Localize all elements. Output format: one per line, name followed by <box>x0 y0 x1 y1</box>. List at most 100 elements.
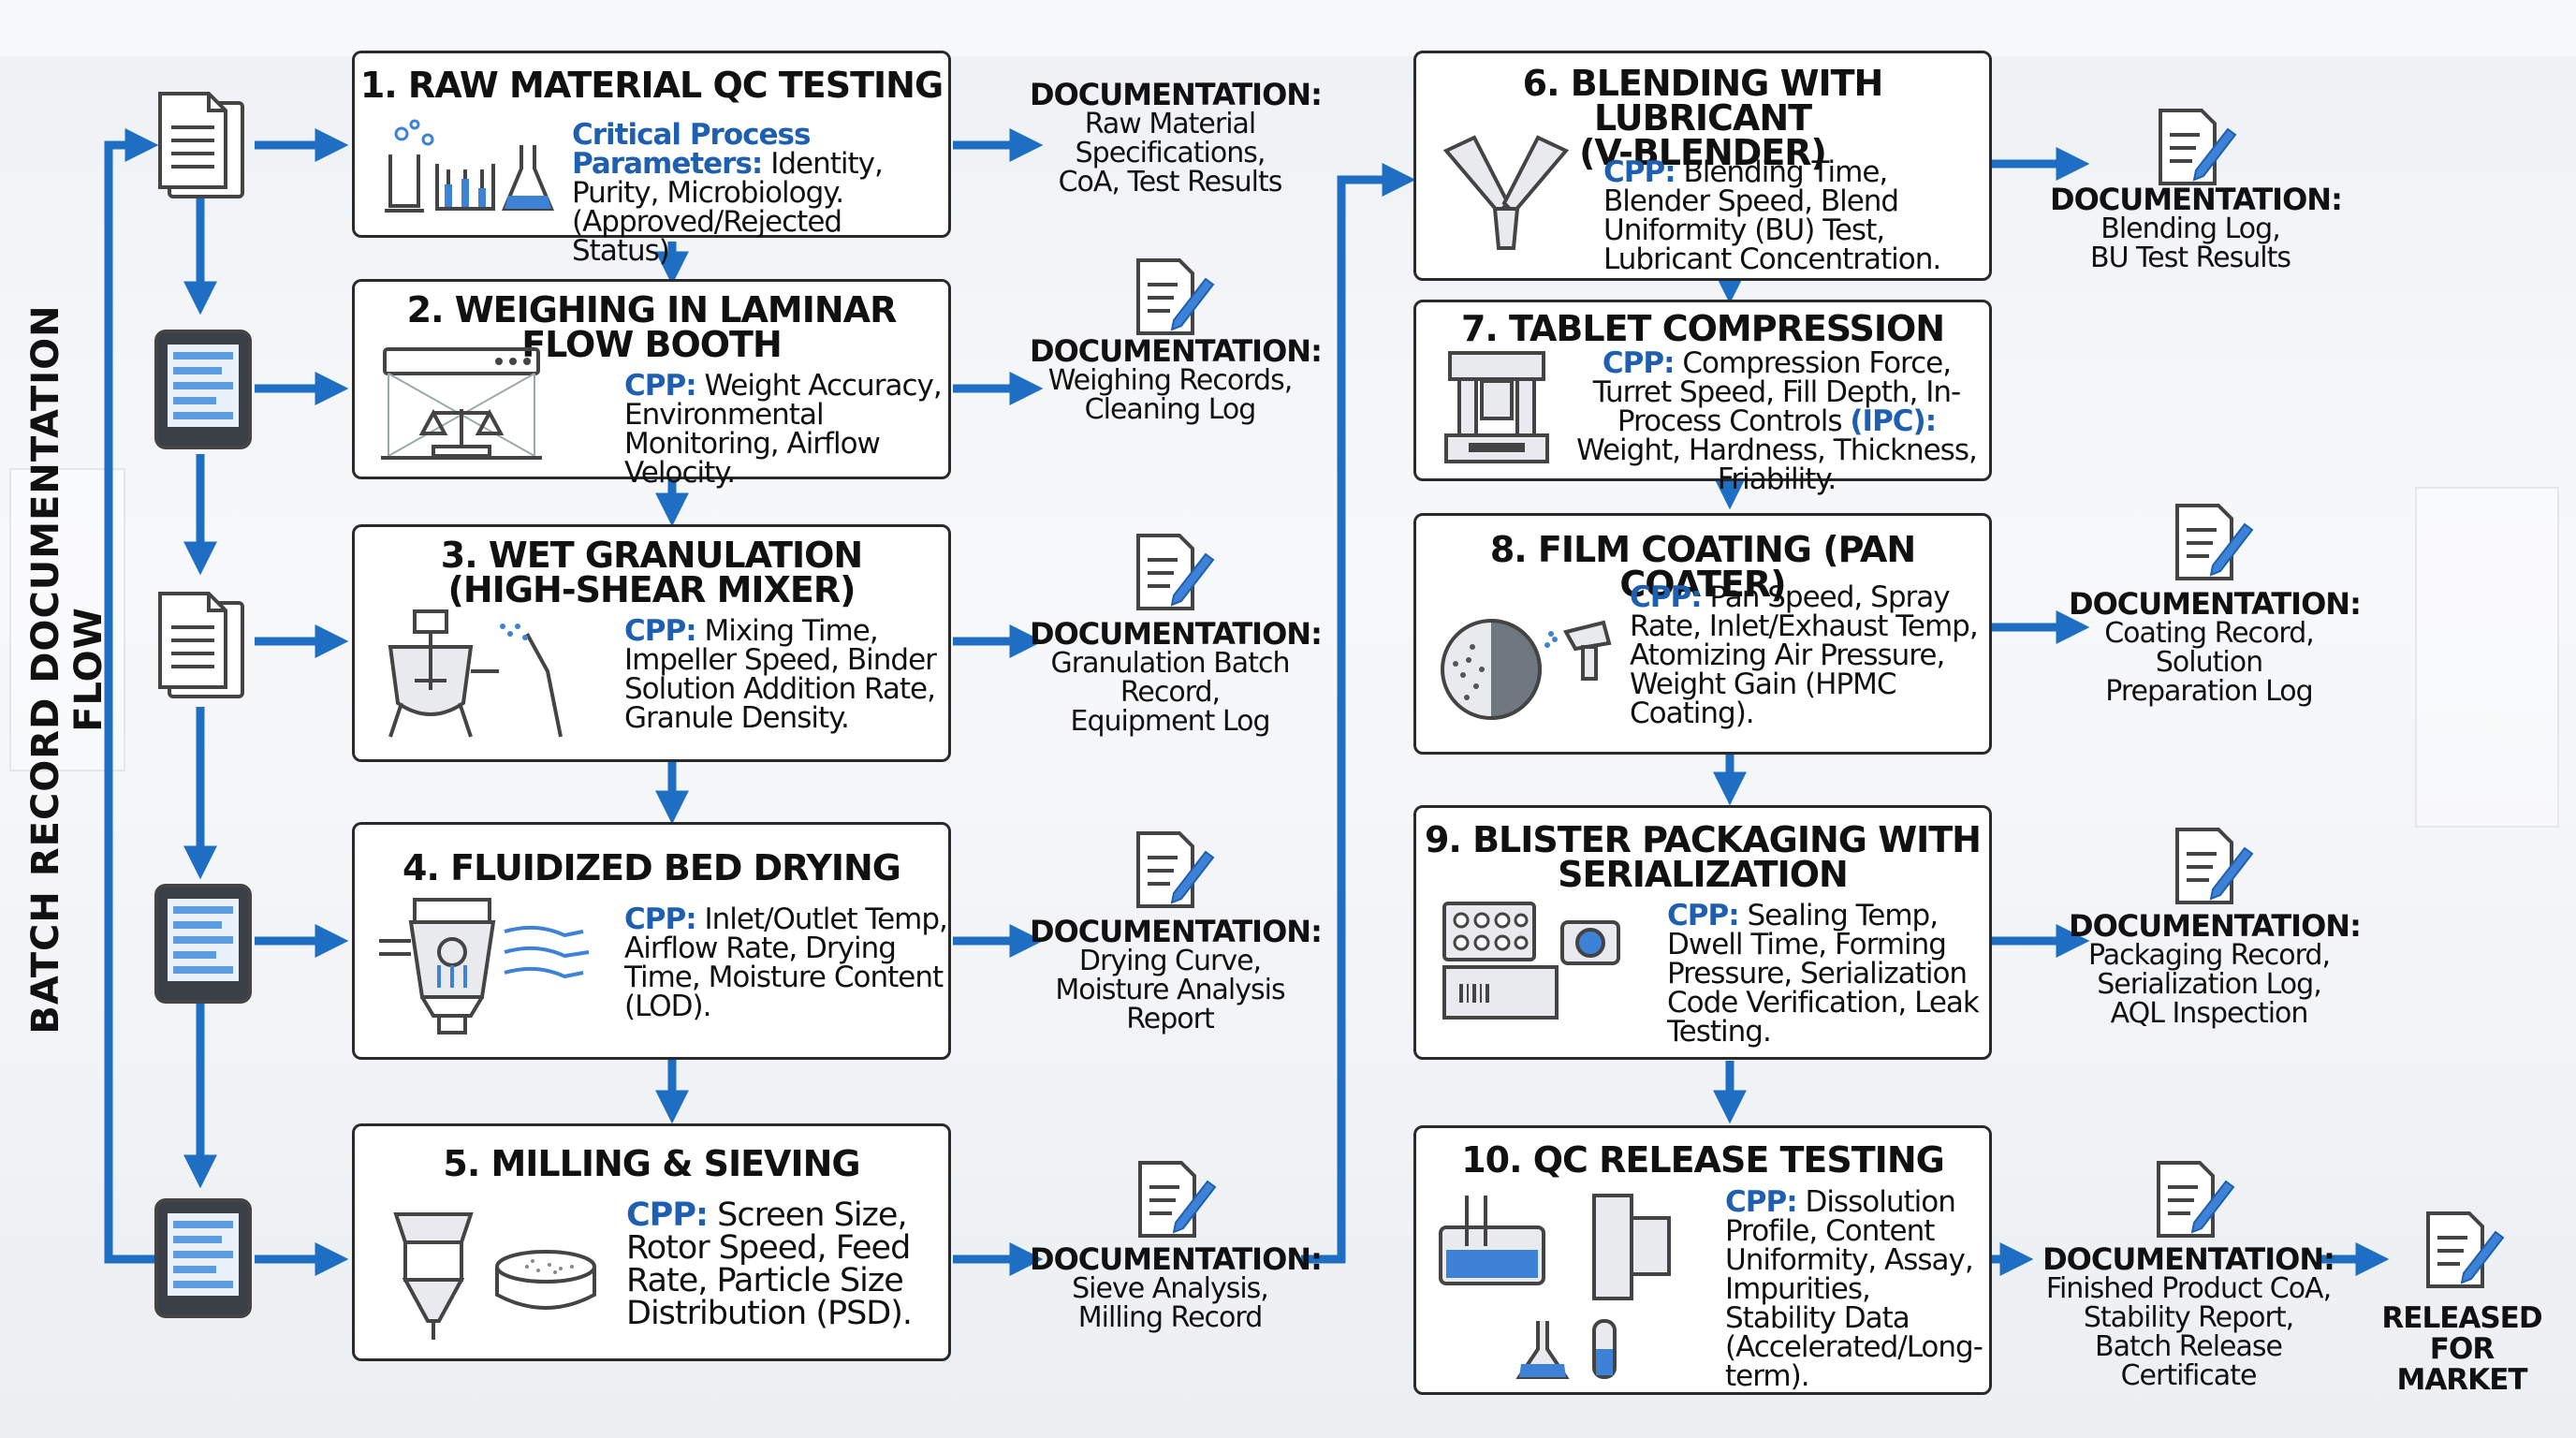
step-3-box: 3. WET GRANULATION (HIGH-SHEAR MIXER) CP… <box>352 524 951 762</box>
step-text: CPP: Sealing Temp, Dwell Time, Forming P… <box>1667 902 1991 1047</box>
doc-5: DOCUMENTATION: Sieve Analysis, Milling R… <box>1030 1241 1323 1334</box>
step-text: CPP: Pan Speed, Spray Rate, Inlet/Exhaus… <box>1630 583 1985 728</box>
document-icon <box>158 592 244 698</box>
doc-heading: DOCUMENTATION: <box>2069 586 2362 622</box>
step-text: CPP: Compression Force, Turret Speed, Fi… <box>1566 349 1987 494</box>
step-title: 9. BLISTER PACKAGING WITH SERIALIZATION <box>1424 819 1982 895</box>
background-ceiling <box>0 0 2576 56</box>
cpp-label: CPP: <box>1630 580 1703 614</box>
document-icon <box>158 92 244 198</box>
step-title: 4. FLUIDIZED BED DRYING <box>402 847 901 888</box>
step-2-box: 2. WEIGHING IN LAMINAR FLOW BOOTH CPP: W… <box>352 279 951 488</box>
doc-text: Finished Product CoA, Stability Report, … <box>2045 1272 2332 1392</box>
mill-and-sieve-icon <box>393 1212 596 1340</box>
doc-2: DOCUMENTATION: Weighing Records, Cleanin… <box>1030 333 1323 426</box>
step-text: CPP: Screen Size, Rotor Speed, Feed Rate… <box>626 1199 944 1330</box>
step-4-box: 4. FLUIDIZED BED DRYING CPP: Inlet/Outle… <box>352 822 951 1060</box>
fluid-bed-dryer-icon <box>379 898 590 1034</box>
step-title: 6. BLENDING WITH LUBRICANT (V-BLENDER) <box>1522 63 1884 173</box>
cpp-label: CPP: <box>1725 1185 1798 1219</box>
column-connector-arrow <box>1301 163 1416 1264</box>
blister-machine-icon <box>1442 902 1620 1020</box>
qc-lab-icon <box>1439 1194 1671 1379</box>
cpp-text: Pan Speed, Spray Rate, Inlet/Exhaust Tem… <box>1630 580 1979 730</box>
loop-arrow <box>104 128 159 1264</box>
doc-text: Packaging Record, Serialization Log, AQL… <box>2087 939 2331 1030</box>
cpp-text: Compression Force, Turret Speed, Fill De… <box>1592 346 1961 438</box>
step-title: 8. FILM COATING (PAN COATER) <box>1489 529 1916 605</box>
step-5-box: 5. MILLING & SIEVING CPP: Screen Size, R… <box>352 1123 951 1361</box>
doc-6: DOCUMENTATION: Blending Log, BU Test Res… <box>2050 184 2343 274</box>
document-pen-icon <box>2175 828 2254 904</box>
cpp-text: Dissolution Profile, Content Uniformity,… <box>1725 1185 1983 1393</box>
doc-heading: DOCUMENTATION: <box>1030 333 1323 369</box>
laminar-flow-booth-icon <box>381 347 542 460</box>
doc-1: DOCUMENTATION: Raw Material Specificatio… <box>1030 77 1323 198</box>
step-text: CPP: Weight Accuracy, Environmental Moni… <box>624 372 952 488</box>
doc-text: Blending Log, BU Test Results <box>2089 213 2291 274</box>
step-title: 7. TABLET COMPRESSION <box>1460 308 1945 349</box>
tablet-icon <box>154 884 252 1004</box>
v-blender-icon <box>1442 135 1570 250</box>
cpp-label: CPP: <box>624 614 697 648</box>
step-6-box: 6. BLENDING WITH LUBRICANT (V-BLENDER) C… <box>1413 51 1992 281</box>
background-door <box>2415 487 2559 828</box>
released-for-market: RELEASED FOR MARKET <box>2381 1301 2542 1397</box>
document-pen-icon <box>1136 258 1215 335</box>
document-pen-icon <box>1136 831 1215 908</box>
cpp-text: Weight Accuracy, Environmental Monitorin… <box>624 369 943 490</box>
doc-text: Coating Record, Solution Preparation Log <box>2104 617 2315 708</box>
step-7-box: 7. TABLET COMPRESSION CPP: Compression F… <box>1413 300 1992 494</box>
cpp-label: Critical Process Parameters: <box>572 118 811 181</box>
step-title: 2. WEIGHING IN LAMINAR FLOW BOOTH <box>406 289 898 365</box>
cpp-label: CPP: <box>626 1196 709 1234</box>
doc-heading: DOCUMENTATION: <box>1030 1241 1323 1277</box>
doc-10: DOCUMENTATION: Finished Product CoA, Sta… <box>2029 1241 2348 1392</box>
pan-coater-icon <box>1441 619 1612 720</box>
step-title: 10. QC RELEASE TESTING <box>1461 1139 1945 1181</box>
document-pen-icon <box>1138 1161 1217 1238</box>
ipc-label: (IPC): <box>1850 404 1937 438</box>
lab-glassware-icon <box>385 119 555 213</box>
cpp-label: CPP: <box>1603 155 1676 189</box>
step-text: CPP: Inlet/Outlet Temp, Airflow Rate, Dr… <box>624 905 952 1021</box>
cpp-text: Mixing Time, Impeller Speed, Binder Solu… <box>624 614 937 735</box>
doc-text: Weighing Records, Cleaning Log <box>1047 364 1294 426</box>
document-pen-icon <box>1136 534 1215 610</box>
cpp-text: Blending Time, Blender Speed, Blend Unif… <box>1603 155 1941 276</box>
step-title: 3. WET GRANULATION (HIGH-SHEAR MIXER) <box>440 535 864 610</box>
doc-8: DOCUMENTATION: Coating Record, Solution … <box>2069 586 2362 708</box>
cpp-text: Weight, Hardness, Thickness, Friability. <box>1576 433 1978 496</box>
step-8-box: 8. FILM COATING (PAN COATER) CPP: Pan Sp… <box>1413 513 1992 755</box>
doc-heading: DOCUMENTATION: <box>1030 914 1323 949</box>
tablet-press-icon <box>1444 351 1549 463</box>
document-pen-icon <box>2426 1211 2505 1288</box>
doc-heading: DOCUMENTATION: <box>2042 1241 2335 1277</box>
doc-9: DOCUMENTATION: Packaging Record, Seriali… <box>2069 911 2362 1030</box>
document-pen-icon <box>2175 504 2254 580</box>
doc-text: Granulation Batch Record, Equipment Log <box>1050 647 1291 738</box>
step-text: CPP: Dissolution Profile, Content Unifor… <box>1725 1188 1987 1391</box>
step-1-box: 1. RAW MATERIAL QC TESTING Critical Proc… <box>352 51 951 266</box>
doc-text: Sieve Analysis, Milling Record <box>1072 1272 1269 1334</box>
cpp-label: CPP: <box>624 369 697 403</box>
cpp-label: CPP: <box>1667 899 1740 932</box>
doc-text: Raw Material Specifications, CoA, Test R… <box>1058 108 1283 198</box>
cpp-text: Identity, Purity, Microbiology. (Approve… <box>572 147 884 268</box>
doc-4: DOCUMENTATION: Drying Curve, Moisture An… <box>1030 914 1323 1035</box>
doc-heading: DOCUMENTATION: <box>1030 77 1323 112</box>
document-pen-icon <box>2159 109 2237 185</box>
doc-text: Drying Curve, Moisture Analysis Report <box>1055 945 1285 1035</box>
document-pen-icon <box>2157 1161 2235 1238</box>
cpp-text: Sealing Temp, Dwell Time, Forming Pressu… <box>1667 899 1980 1049</box>
cpp-label: CPP: <box>1602 346 1676 380</box>
tablet-icon <box>154 330 252 449</box>
step-title: 5. MILLING & SIEVING <box>443 1143 860 1184</box>
step-text: CPP: Blending Time, Blender Speed, Blend… <box>1603 158 1978 274</box>
cpp-label: CPP: <box>624 902 697 936</box>
step-title: 1. RAW MATERIAL QC TESTING <box>359 65 944 106</box>
cpp-text: Screen Size, Rotor Speed, Feed Rate, Par… <box>626 1196 913 1332</box>
step-10-box: 10. QC RELEASE TESTING CPP: Dissolution … <box>1413 1125 1992 1395</box>
cpp-text: Inlet/Outlet Temp, Airflow Rate, Drying … <box>624 902 948 1023</box>
